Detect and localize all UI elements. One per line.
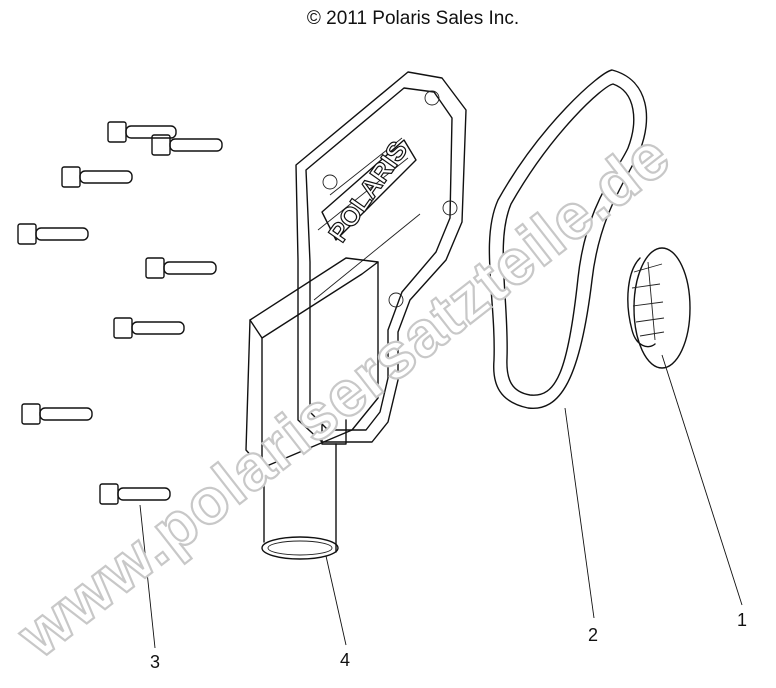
bolt	[61, 166, 133, 188]
bolt	[151, 134, 223, 156]
gasket	[488, 69, 648, 409]
bolt	[99, 483, 171, 505]
impeller	[627, 247, 691, 369]
callout-2: 2	[588, 625, 599, 645]
leader-3	[139, 504, 156, 649]
leader-1	[661, 354, 743, 606]
callout-4: 4	[340, 650, 351, 670]
bolt	[17, 223, 89, 245]
bolt	[113, 317, 185, 339]
callout-3: 3	[150, 652, 161, 672]
leader-lines	[139, 354, 743, 649]
leader-4	[325, 555, 347, 646]
bolt	[145, 257, 217, 279]
callout-1: 1	[737, 610, 748, 630]
bolt	[107, 121, 177, 143]
leader-2	[564, 407, 595, 619]
water-pump-cover	[245, 71, 467, 560]
copyright-notice: © 2011 Polaris Sales Inc.	[306, 8, 520, 29]
bolts	[17, 121, 223, 505]
bolt	[21, 403, 93, 425]
